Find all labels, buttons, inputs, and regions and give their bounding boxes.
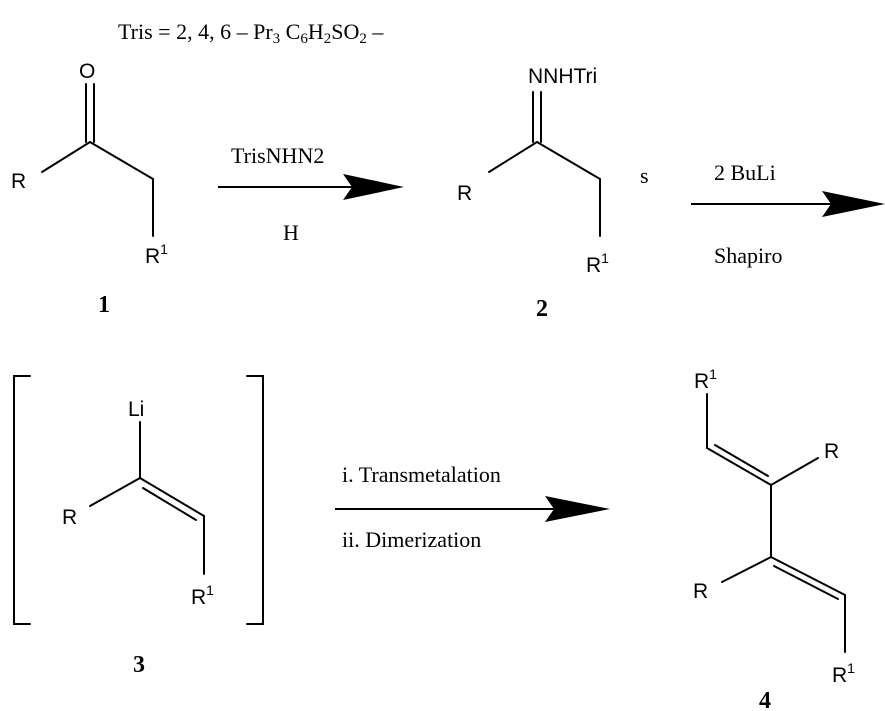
bond-bottom-double-b — [773, 565, 839, 600]
compound-2-hydrazone: NNHTri s R R1 2 — [457, 65, 649, 322]
tris-pr: Pr — [253, 19, 273, 44]
bond-carbonyl-ch2 — [89, 141, 154, 180]
r-top-label: R — [824, 440, 839, 463]
bond-top-double-b — [714, 444, 769, 477]
tris-h: H — [308, 19, 324, 44]
r1-top-label: R1 — [694, 366, 717, 393]
r1-group-label: R1 — [145, 241, 168, 268]
arrow-1-condition: H — [283, 220, 299, 245]
tris-lhs: Tris — [118, 19, 153, 44]
tris-definition: Tris = 2, 4, 6 – Pr3 C6H2SO2 – — [118, 19, 384, 47]
tris-pr-sub: 3 — [273, 31, 281, 47]
bond-r-imine-carbon — [488, 141, 538, 173]
left-bracket — [13, 375, 31, 625]
r1-group-label: R1 — [586, 250, 609, 277]
hydrazone-label: NNHTri — [528, 65, 597, 88]
r-bottom-label: R — [693, 580, 708, 603]
right-bracket — [246, 375, 264, 625]
arrow-1-head — [343, 174, 404, 200]
oxygen-atom-label: O — [79, 60, 95, 83]
compound-number-2: 2 — [536, 296, 548, 322]
arrow-2-head — [822, 191, 885, 217]
reaction-arrow-3: i. Transmetalation ii. Dimerization — [335, 462, 610, 552]
tris-equals: = — [158, 19, 170, 44]
r-group-label: R — [11, 170, 26, 193]
bond-c-c-double-a — [139, 477, 205, 517]
bond-r-carbonyl — [41, 141, 91, 173]
bond-top-double-a — [706, 447, 772, 486]
compound-1-ketone: O R R1 1 — [11, 60, 168, 318]
arrow-2-reagent: 2 BuLi — [714, 160, 776, 185]
r-group-label: R — [62, 506, 77, 529]
tris-positions: 2, 4, 6 — [176, 19, 231, 44]
tris-c: C — [286, 19, 301, 44]
compound-number-1: 1 — [98, 292, 110, 318]
reaction-arrow-2: 2 BuLi Shapiro — [691, 160, 885, 268]
arrow-2-condition: Shapiro — [714, 243, 782, 268]
lithium-label: Li — [128, 398, 144, 421]
r1-group-label: R1 — [191, 582, 214, 609]
arrow-3-head — [545, 496, 610, 522]
tris-so-sub: 2 — [359, 31, 367, 47]
bond-imine-carbon-ch2 — [536, 141, 601, 180]
arrow-1-reagent: TrisNHN2 — [231, 143, 324, 168]
r-group-label: R — [457, 182, 472, 205]
bond-r-top — [770, 457, 819, 486]
compound-3-vinyllithium: Li R R1 3 — [13, 375, 264, 678]
bond-r-bottom — [721, 556, 772, 583]
compound-number-3: 3 — [133, 652, 145, 678]
bond-c-c-double-b — [142, 487, 197, 521]
tris-h-sub: 2 — [324, 31, 332, 47]
reaction-arrow-1: TrisNHN2 H — [218, 143, 404, 245]
tris-tail: – — [371, 19, 384, 44]
bond-bottom-double-a — [770, 556, 846, 596]
bond-r-c — [89, 477, 141, 507]
tris-c-sub: 6 — [300, 31, 308, 47]
tris-so: SO — [331, 19, 359, 44]
compound-number-4: 4 — [759, 688, 771, 711]
arrow-3-step-1: i. Transmetalation — [342, 462, 501, 487]
arrow-3-step-2: ii. Dimerization — [342, 527, 481, 552]
r1-bottom-label: R1 — [832, 660, 855, 687]
compound-4-diene: R1 R R R1 4 — [693, 366, 855, 711]
tris-dash: – — [236, 19, 249, 44]
s-label: s — [640, 163, 649, 188]
